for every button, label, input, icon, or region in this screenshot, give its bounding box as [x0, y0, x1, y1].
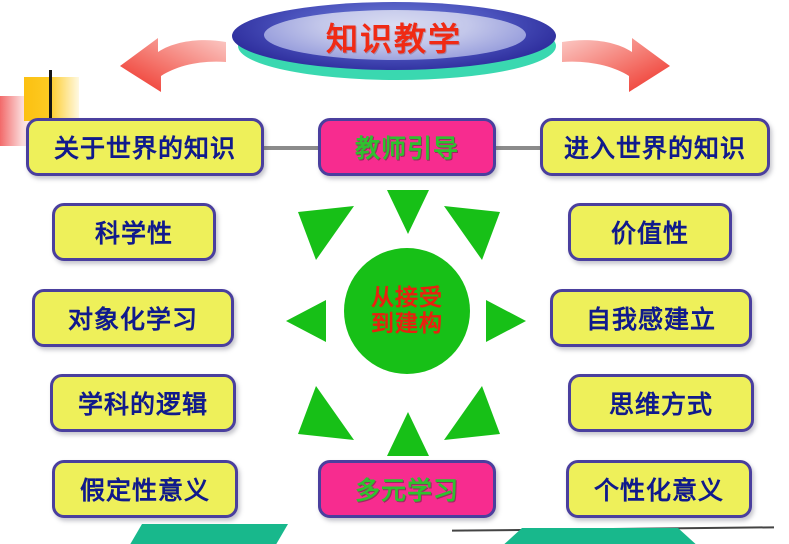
triangle-ray-icon	[298, 386, 354, 440]
triangle-ray-icon	[286, 300, 326, 342]
triangle-ray-icon	[387, 190, 429, 234]
connector-center-to-right	[496, 146, 544, 150]
node-label: 思维方式	[608, 390, 713, 419]
node-label: 对象化学习	[67, 305, 198, 334]
node-scientific-nature[interactable]: 科学性	[52, 203, 216, 261]
curved-arrow-down-right-icon	[562, 38, 670, 92]
node-label: 个性化意义	[593, 476, 724, 505]
node-label: 科学性	[94, 219, 173, 248]
node-objectified-learning[interactable]: 对象化学习	[32, 289, 234, 347]
center-hub-line-1: 从接受	[371, 284, 443, 311]
triangle-ray-icon	[486, 300, 526, 342]
title-banner: 知识教学	[232, 0, 562, 82]
triangle-ray-icon	[298, 206, 354, 260]
center-hub-label: 从接受 到建构	[344, 248, 470, 374]
node-discipline-logic[interactable]: 学科的逻辑	[50, 374, 236, 432]
triangle-ray-icon	[387, 412, 429, 456]
node-label: 教师引导	[354, 134, 459, 163]
node-label: 学科的逻辑	[77, 390, 208, 419]
node-self-perception-building[interactable]: 自我感建立	[550, 289, 752, 347]
node-label: 自我感建立	[585, 305, 716, 334]
node-about-world-knowledge[interactable]: 关于世界的知识	[26, 118, 264, 176]
triangle-ray-icon	[444, 386, 500, 440]
page-title: 知识教学	[325, 20, 462, 58]
node-multiple-learning[interactable]: 多元学习	[318, 460, 496, 518]
node-label: 假定性意义	[79, 476, 210, 505]
teal-trapezoid-left	[130, 524, 288, 544]
teal-trapezoid-right	[504, 528, 696, 544]
node-teacher-guidance[interactable]: 教师引导	[318, 118, 496, 176]
node-enter-world-knowledge[interactable]: 进入世界的知识	[540, 118, 770, 176]
connector-left-to-center	[262, 146, 322, 150]
center-hub-line-2: 到建构	[371, 311, 443, 337]
center-hub[interactable]: 从接受 到建构	[286, 190, 526, 460]
center-hub-circle	[344, 248, 470, 374]
node-label: 多元学习	[354, 476, 459, 505]
node-hypothetical-meaning[interactable]: 假定性意义	[52, 460, 238, 518]
node-label: 价值性	[610, 219, 689, 248]
node-value-nature[interactable]: 价值性	[568, 203, 732, 261]
node-label: 进入世界的知识	[563, 134, 746, 163]
node-thinking-mode[interactable]: 思维方式	[568, 374, 754, 432]
black-tick-accent	[49, 70, 52, 122]
node-label: 关于世界的知识	[53, 134, 236, 163]
triangle-ray-icon	[444, 206, 500, 260]
node-personalized-meaning[interactable]: 个性化意义	[566, 460, 752, 518]
title-disc-inner	[264, 10, 526, 60]
curved-arrow-down-left-icon	[120, 38, 226, 92]
